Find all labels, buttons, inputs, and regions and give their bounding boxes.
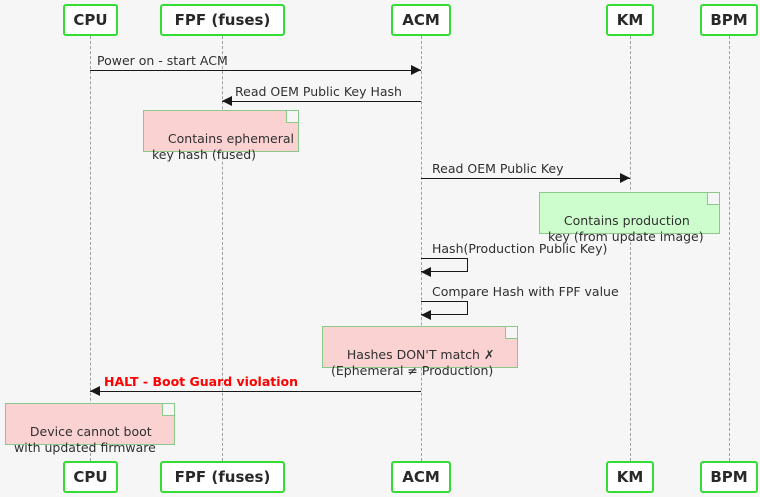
note-fold-corner-icon: [162, 404, 174, 416]
participant-header-acm[interactable]: ACM: [391, 4, 451, 36]
arrow-head-compare-hash: [421, 310, 431, 320]
lifeline-fpf: [222, 36, 223, 461]
lifeline-cpu: [90, 36, 91, 461]
message-label-hash-production: Hash(Production Public Key): [432, 241, 608, 256]
message-label-halt: HALT - Boot Guard violation: [104, 374, 299, 389]
note-production-key-text: Contains production key (from update ima…: [548, 213, 704, 244]
participant-header-fpf[interactable]: FPF (fuses): [160, 4, 285, 36]
participant-footer-km[interactable]: KM: [606, 461, 654, 493]
participant-header-cpu[interactable]: CPU: [63, 4, 118, 36]
arrow-head-power-on: [411, 65, 421, 75]
message-label-compare-hash: Compare Hash with FPF value: [432, 284, 619, 299]
lifeline-acm: [421, 36, 422, 461]
arrow-head-read-oem-hash: [222, 96, 232, 106]
note-ephemeral-hash: Contains ephemeral key hash (fused): [143, 110, 299, 162]
note-fold-corner-icon: [505, 327, 517, 339]
participant-footer-acm[interactable]: ACM: [391, 461, 451, 493]
note-cannot-boot: Device cannot boot with updated firmware: [5, 403, 175, 455]
note-fold-corner-icon: [286, 111, 298, 123]
note-hash-mismatch: Hashes DON'T match ✗ (Ephemeral ≠ Produc…: [322, 326, 518, 378]
note-cannot-boot-text: Device cannot boot with updated firmware: [14, 424, 156, 455]
participant-header-bpm[interactable]: BPM: [700, 4, 758, 36]
self-message-loop-hash-production: [421, 258, 468, 272]
participant-footer-fpf[interactable]: FPF (fuses): [160, 461, 285, 493]
note-ephemeral-hash-text: Contains ephemeral key hash (fused): [152, 131, 295, 162]
message-label-read-oem-hash: Read OEM Public Key Hash: [235, 84, 402, 99]
arrow-head-halt: [90, 386, 100, 396]
lifeline-km: [630, 36, 631, 461]
participant-footer-cpu[interactable]: CPU: [63, 461, 118, 493]
self-message-loop-compare-hash: [421, 301, 468, 315]
message-line-halt: [90, 391, 421, 392]
message-line-read-oem-key: [421, 178, 630, 179]
note-hash-mismatch-text: Hashes DON'T match ✗ (Ephemeral ≠ Produc…: [331, 347, 495, 378]
arrow-head-hash-production: [421, 267, 431, 277]
lifeline-bpm: [729, 36, 730, 461]
participant-footer-bpm[interactable]: BPM: [700, 461, 758, 493]
participant-header-km[interactable]: KM: [606, 4, 654, 36]
message-label-read-oem-key: Read OEM Public Key: [432, 161, 564, 176]
note-fold-corner-icon: [707, 193, 719, 205]
arrow-head-read-oem-key: [620, 173, 630, 183]
message-line-power-on: [90, 70, 421, 71]
message-line-read-oem-hash: [222, 101, 421, 102]
message-label-power-on: Power on - start ACM: [97, 53, 228, 68]
note-production-key: Contains production key (from update ima…: [539, 192, 720, 244]
